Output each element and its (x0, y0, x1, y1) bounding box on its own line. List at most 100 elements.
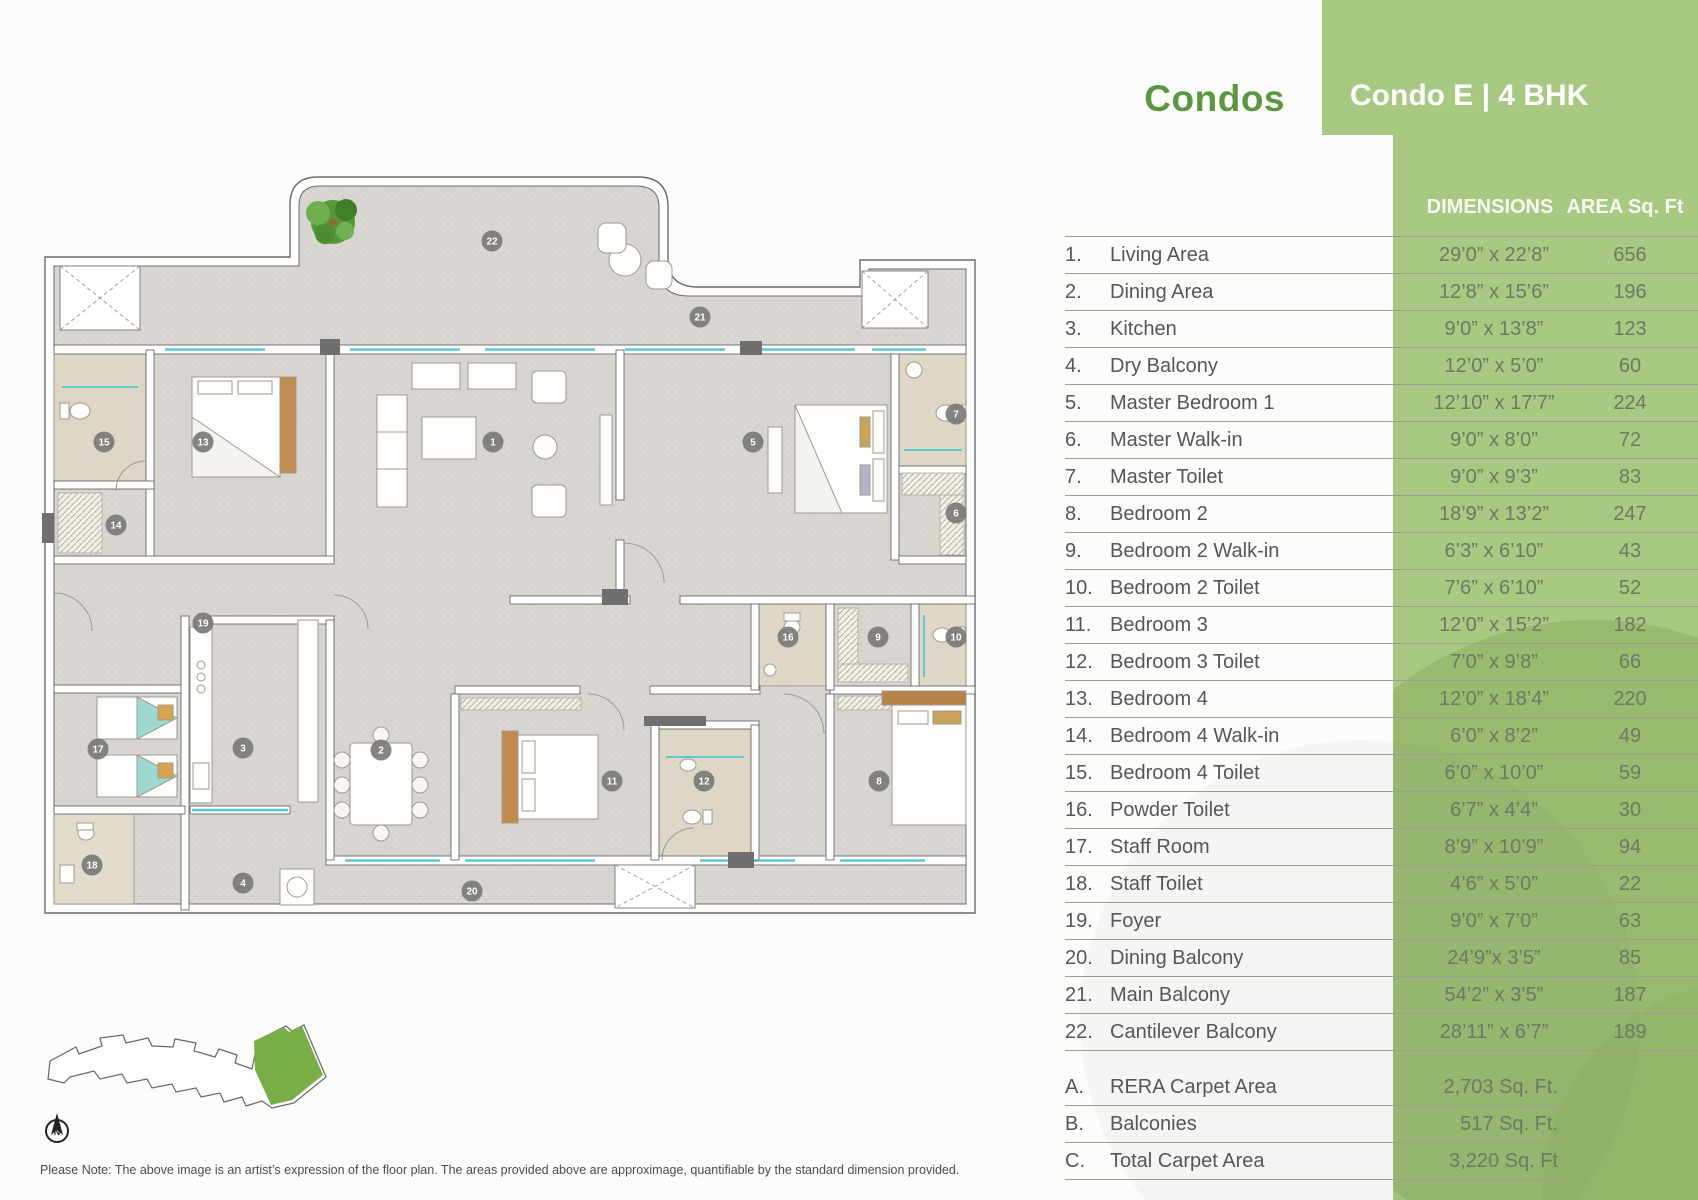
room-dimensions: 12’8” x 15’6” (1438, 280, 1550, 303)
room-dimensions: 6’0” x 10’0” (1444, 761, 1544, 784)
room-label: Bedroom 2 Walk-in (1110, 539, 1280, 562)
column-header-dimensions: DIMENSIONS (1426, 196, 1554, 218)
table-row: 7. Master Toilet 9’0” x 9’3” 83 (1065, 459, 1698, 496)
room-marker-powder-toilet: 16 (777, 626, 799, 648)
room-label: Bedroom 3 (1110, 613, 1208, 636)
room-area: 182 (1613, 613, 1647, 636)
room-area: 63 (1618, 909, 1642, 932)
svg-text:16: 16 (782, 633, 794, 644)
row-number: 12. (1065, 650, 1093, 673)
summary-value: 517 Sq. Ft. (1460, 1112, 1558, 1135)
room-area: 85 (1618, 946, 1642, 969)
svg-text:15: 15 (98, 438, 110, 449)
table-row: 20. Dining Balcony 24’9”x 3’5” 85 (1065, 940, 1698, 977)
table-row: 14. Bedroom 4 Walk-in 6’0” x 8’2” 49 (1065, 718, 1698, 755)
room-marker-bedroom-4-walk-in: 14 (105, 514, 127, 536)
key-plan: N (45, 1024, 327, 1143)
room-dimensions: 8’9” x 10’9” (1444, 835, 1544, 858)
svg-text:1: 1 (490, 438, 496, 449)
room-marker-bedroom-2-toilet: 10 (945, 626, 967, 648)
room-dimensions: 12’0” x 18’4” (1438, 687, 1550, 710)
page-title: Condos (1144, 78, 1285, 119)
svg-text:9: 9 (875, 633, 881, 644)
room-area: 22 (1618, 872, 1642, 895)
disclaimer-note: Please Note: The above image is an artis… (40, 1163, 960, 1177)
svg-text:21: 21 (694, 313, 706, 324)
row-number: 7. (1065, 465, 1082, 488)
row-number: 15. (1065, 761, 1093, 784)
room-area: 220 (1613, 687, 1647, 710)
svg-text:19: 19 (197, 619, 209, 630)
unit-title: Condo E | 4 BHK (1350, 79, 1589, 112)
room-marker-bedroom-3-toilet: 12 (693, 770, 715, 792)
svg-text:3: 3 (240, 744, 246, 755)
summary-label: Balconies (1110, 1112, 1197, 1135)
svg-text:N: N (54, 1127, 61, 1137)
room-dimensions: 54’2” x 3’5” (1444, 983, 1544, 1006)
room-label: Master Bedroom 1 (1110, 391, 1275, 414)
room-label: Staff Room (1110, 835, 1210, 858)
room-area: 83 (1618, 465, 1642, 488)
row-number: 16. (1065, 798, 1093, 821)
room-label: Bedroom 3 Toilet (1110, 650, 1260, 673)
room-marker-bedroom-3: 11 (601, 770, 623, 792)
row-number: 19. (1065, 909, 1093, 932)
room-dimensions: 29’0” x 22’8” (1438, 243, 1550, 266)
table-row: 15. Bedroom 4 Toilet 6’0” x 10’0” 59 (1065, 755, 1698, 792)
glass-lines (62, 386, 962, 758)
room-marker-foyer: 19 (192, 612, 214, 634)
room-dimensions: 28’11” x 6’7” (1439, 1020, 1549, 1043)
row-number: 20. (1065, 946, 1093, 969)
column-header-area: AREA Sq. Ft (1566, 196, 1684, 218)
room-marker-living-area: 1 (482, 431, 504, 453)
room-label: Master Walk-in (1110, 428, 1243, 451)
room-marker-cantilever-balcony: 22 (481, 230, 503, 252)
summary-letter: C. (1065, 1149, 1085, 1172)
room-label: Living Area (1110, 243, 1209, 266)
svg-text:22: 22 (486, 237, 498, 248)
summary-row: A. RERA Carpet Area 2,703 Sq. Ft. (1065, 1069, 1560, 1106)
room-area: 224 (1613, 391, 1647, 414)
svg-text:10: 10 (950, 633, 962, 644)
summary-label: Total Carpet Area (1110, 1149, 1265, 1172)
summary-row: B. Balconies 517 Sq. Ft. (1065, 1106, 1560, 1143)
room-dimensions: 12’10” x 17’7” (1433, 391, 1555, 414)
svg-text:13: 13 (197, 438, 209, 449)
unit-title-block (1322, 0, 1698, 135)
room-label: Staff Toilet (1110, 872, 1203, 895)
svg-text:2: 2 (378, 746, 384, 757)
svg-text:8: 8 (876, 777, 882, 788)
row-number: 4. (1065, 354, 1082, 377)
room-marker-dining-area: 2 (370, 739, 392, 761)
room-marker-bedroom-2-walk-in: 9 (867, 626, 889, 648)
table-row: 18. Staff Toilet 4’6” x 5’0” 22 (1065, 866, 1698, 903)
table-row: 3. Kitchen 9’0” x 13’8” 123 (1065, 311, 1698, 348)
room-area: 247 (1613, 502, 1647, 525)
table-row: 4. Dry Balcony 12’0” x 5’0” 60 (1065, 348, 1698, 385)
room-area: 49 (1618, 724, 1642, 747)
room-marker-master-toilet: 7 (945, 403, 967, 425)
svg-text:6: 6 (953, 509, 959, 520)
room-dimensions: 12’0” x 15’2” (1438, 613, 1550, 636)
north-compass-icon: N (45, 1113, 69, 1143)
room-marker-bedroom-4-toilet: 15 (93, 431, 115, 453)
svg-text:5: 5 (750, 438, 756, 449)
room-area: 59 (1618, 761, 1642, 784)
table-row: 6. Master Walk-in 9’0” x 8’0” 72 (1065, 422, 1698, 459)
room-marker-staff-toilet: 18 (81, 854, 103, 876)
room-dimensions: 4’6” x 5’0” (1450, 872, 1538, 895)
room-dimensions: 9’0” x 9’3” (1450, 465, 1538, 488)
building-outline (47, 1024, 327, 1109)
row-number: 13. (1065, 687, 1093, 710)
svg-text:11: 11 (607, 777, 618, 788)
room-marker-master-bedroom-1: 5 (742, 431, 764, 453)
room-area: 60 (1618, 354, 1642, 377)
table-row: 22. Cantilever Balcony 28’11” x 6’7” 189 (1065, 1014, 1698, 1051)
room-label: Bedroom 4 Toilet (1110, 761, 1260, 784)
room-area: 30 (1618, 798, 1642, 821)
room-marker-main-balcony: 21 (689, 306, 711, 328)
room-label: Main Balcony (1110, 983, 1231, 1006)
columns (42, 339, 762, 868)
